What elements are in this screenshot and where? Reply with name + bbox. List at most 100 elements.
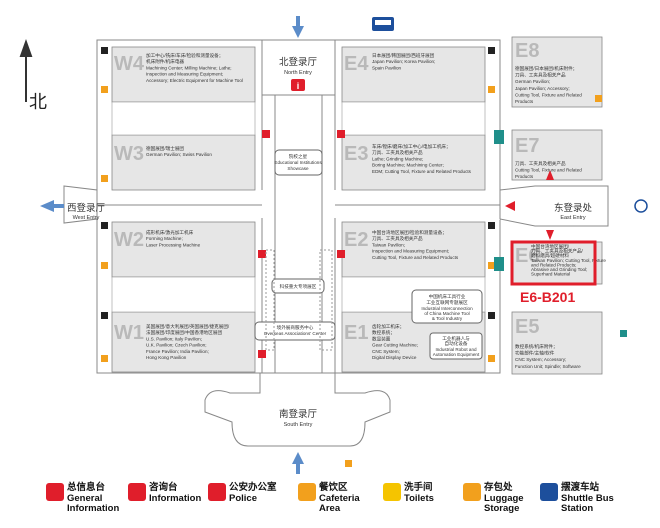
cafeteria-icon [595, 95, 602, 102]
hall-text-line: 成形机床/激光加工机床 [146, 229, 194, 236]
legend-en: General [67, 492, 103, 504]
hall-text-line: 数控系统/机床附件； [515, 343, 558, 350]
hall-text-line: Spain Pavilion [372, 65, 402, 70]
legend-cn: 存包处 [484, 482, 513, 493]
hall-text-line: Cutting Tool, Fixture and Related Produc… [372, 255, 459, 260]
hall-name-e1: E1 [344, 322, 368, 344]
information-icon [337, 250, 345, 258]
overseas-box [254, 321, 336, 341]
legend-cn: 总信息台 [67, 482, 106, 493]
hall-text-line: U.S. Pavilion; Italy Pavilion; [146, 336, 202, 341]
toilets-icon [488, 312, 495, 319]
information-icon [258, 250, 266, 258]
toilets-icon [101, 47, 108, 54]
svg-text:of China Machine Tool: of China Machine Tool [424, 311, 469, 316]
hall-text-line: 德国展团/瑞士展团 [146, 145, 184, 152]
hall-name-w1: W1 [114, 322, 144, 344]
legend-cn: 洗手间 [404, 482, 433, 493]
hall-text-line: Inspection and Measuring Equipment; [372, 249, 449, 254]
toilets-icon [488, 222, 495, 229]
svg-text:Industrial Robot and: Industrial Robot and [435, 347, 477, 352]
e6-b201-callout: E6-B201 [520, 289, 576, 305]
legend-cn: 摆渡车站 [561, 482, 600, 493]
south-entry: 南登录厅 South Entry [204, 372, 391, 474]
industrial-box [411, 289, 483, 324]
hall-e5 [511, 311, 603, 375]
hall-text-line: France Pavilion; India Pavilion; [146, 349, 209, 354]
hall-e2 [341, 221, 486, 278]
svg-text:Educational Institutions: Educational Institutions [274, 160, 322, 165]
hall-e6 [511, 241, 603, 285]
map-amenity-icons [101, 47, 627, 467]
information-icon [337, 130, 345, 138]
hall-text-line: 数控系统； [372, 329, 395, 336]
legend-en2: Information [67, 503, 120, 514]
hall-name-e8: E8 [515, 40, 539, 62]
hall-text-line: Japan Pavilion; Korea Pavilion; [372, 59, 435, 64]
toilets-icon [101, 222, 108, 229]
hall-text-line: 中国台湾地区展团/检验和测量设备； [372, 229, 447, 236]
svg-text:自动化设备: 自动化设备 [445, 340, 468, 347]
shuttle-bus-icon [540, 483, 558, 501]
hall-name-e4: E4 [344, 53, 369, 75]
hall-text-line: 齿轮加工机床； [372, 323, 404, 330]
hall-text-line: Lathe; Grinding Machine; [372, 156, 423, 161]
information-icon [262, 130, 270, 138]
general-information-icon [46, 483, 64, 501]
svg-text:East Entry: East Entry [560, 215, 586, 221]
svg-text:& Tool Industry: & Tool Industry [432, 316, 463, 321]
svg-text:东登录处: 东登录处 [554, 202, 593, 214]
legend-en: Police [229, 492, 257, 504]
hall-text-line: 德国展团/日本展团/机床附件； [515, 65, 577, 72]
east-logo-icon [634, 199, 648, 213]
hall-text-line: Cutting Tool, Fixture and Related [515, 92, 582, 97]
hall-text-line: CNC System; Accessory; [515, 357, 566, 362]
hall-text-line: 机床附件/机床电器 [146, 58, 184, 65]
police-icon [208, 483, 226, 501]
hall-text-line: 功能部件/主轴/软件 [515, 350, 555, 357]
cafeteria-icon [101, 355, 108, 362]
legend-en2: Station [561, 503, 594, 514]
hall-text-line: Cutting Tool, Fixture and Related [515, 168, 582, 173]
legend-cn: 公安办公室 [229, 482, 277, 493]
svg-text:North Entry: North Entry [284, 70, 312, 76]
svg-text:中国机床工具行业: 中国机床工具行业 [429, 293, 466, 300]
hall-w2 [111, 221, 256, 278]
hall-name-e6: E6 [515, 245, 539, 267]
hall-e7 [511, 129, 603, 181]
hall-text-line: 刀具、工夹具及相关产品/ [531, 248, 584, 255]
cafeteria-icon [488, 86, 495, 93]
hall-text-line: Abrasive and Grinding Tool; [531, 267, 587, 272]
hall-text-line: 刀具、工夹具及相关产品 [372, 149, 423, 156]
hall-e4 [341, 46, 486, 103]
svg-text:Automation Equipment: Automation Equipment [433, 352, 480, 357]
svg-text:West Entry: West Entry [73, 215, 100, 221]
hall-text-line: Machining Center; Milling Machine; Lathe… [146, 65, 232, 70]
hall-text-line: Digital Display Device [372, 355, 417, 360]
hall-text-line: Gear Cutting Machine; [372, 343, 418, 348]
hall-text-line: 车床/镗床/磨床/加工中心/电加工机床； [372, 143, 451, 150]
hall-name-w3: W3 [114, 143, 144, 165]
hall-text-line: 刀具、工夹具及相关产品 [515, 160, 566, 167]
hall-text-line: Products [515, 174, 534, 179]
hall-text-line: Function Unit; Spindle; Software [515, 364, 581, 369]
svg-text:境外展商服务中心: 境外展商服务中心 [277, 324, 314, 331]
luggage-icon [494, 130, 504, 144]
svg-text:工业机器人与: 工业机器人与 [442, 335, 470, 342]
automation-box [429, 332, 483, 360]
hall-text-line: Taiwan Pavilion; [372, 242, 405, 247]
hall-text-line: Hong Kong Pavilion [146, 355, 187, 360]
hall-text-line: Boring Machine; Machining Center; [372, 163, 444, 168]
svg-text:Industrial Interconnection: Industrial Interconnection [421, 306, 473, 311]
hall-e8 [511, 36, 603, 108]
legend-en: Information [149, 492, 202, 504]
west-arrow [40, 200, 64, 212]
cafeteria-icon [101, 86, 108, 93]
hall-text-line: CNC System; [372, 349, 400, 354]
cafeteria-icon [298, 483, 316, 501]
cafeteria-icon [101, 175, 108, 182]
